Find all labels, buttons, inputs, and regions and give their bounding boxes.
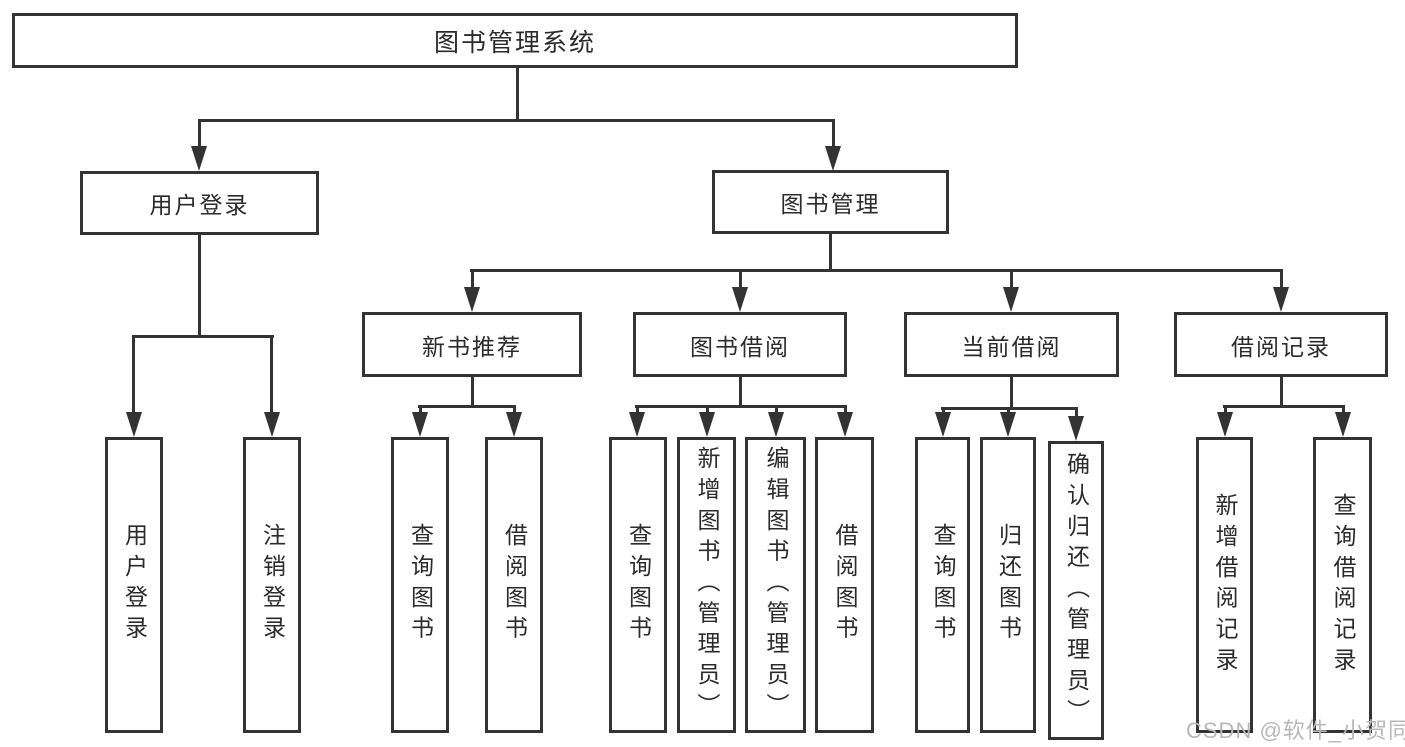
arrowhead-icon	[191, 146, 207, 171]
arrowhead-icon	[837, 412, 853, 437]
leaf-label: 查询图书	[930, 523, 956, 647]
connector-line	[419, 405, 422, 415]
arrowhead-icon	[935, 412, 951, 437]
arrowhead-icon	[464, 287, 480, 312]
leaf-label: 查询图书	[407, 523, 434, 647]
connector-line	[198, 119, 201, 149]
connector-line	[270, 335, 273, 413]
connector-line	[471, 377, 474, 407]
connector-line	[739, 269, 742, 289]
leaf-borrow-books: 借阅图书	[815, 437, 874, 733]
connector-line	[513, 405, 516, 415]
leaf-label: 确认归还（管理员）	[1063, 451, 1090, 730]
node-book-management: 图书管理	[712, 170, 949, 234]
leaf-label: 借阅图书	[501, 523, 528, 647]
connector-line	[1223, 405, 1345, 408]
leaf-add-books-admin: 新增图书（管理员）	[677, 437, 736, 733]
arrowhead-icon	[1000, 412, 1016, 437]
arrowhead-icon	[506, 412, 522, 437]
leaf-add-borrow-record: 新增借阅记录	[1196, 437, 1253, 733]
connector-line	[635, 405, 846, 408]
connector-line	[470, 269, 1283, 272]
connector-line	[942, 407, 945, 415]
leaf-query-books: 查询图书	[391, 437, 449, 733]
node-root-system: 图书管理系统	[12, 13, 1018, 68]
csdn-watermark: CSDN @软件_小贺同学	[1186, 718, 1405, 743]
leaf-label: 借阅图书	[832, 523, 858, 647]
leaf-return-books: 归还图书	[980, 437, 1036, 733]
connector-line	[1280, 377, 1283, 407]
connector-line	[516, 68, 519, 122]
connector-line	[132, 335, 274, 338]
arrowhead-icon	[412, 412, 428, 437]
leaf-confirm-return-admin: 确认归还（管理员）	[1048, 441, 1104, 740]
node-user-login: 用户登录	[80, 171, 319, 235]
arrowhead-icon	[732, 287, 748, 312]
arrowhead-icon	[1217, 412, 1233, 437]
leaf-label: 查询图书	[625, 523, 652, 647]
leaf-label: 用户登录	[121, 523, 148, 647]
leaf-user-login: 用户登录	[105, 437, 163, 733]
connector-line	[1007, 407, 1010, 415]
arrowhead-icon	[1273, 287, 1289, 312]
connector-line	[829, 234, 832, 271]
connector-line	[844, 405, 847, 415]
leaf-edit-books-admin: 编辑图书（管理员）	[745, 437, 806, 733]
leaf-label: 新增图书（管理员）	[694, 446, 720, 724]
leaf-query-books: 查询图书	[915, 437, 970, 733]
connector-line	[1280, 269, 1283, 289]
connector-line	[132, 335, 135, 413]
connector-line	[1342, 405, 1345, 415]
leaf-label: 查询借阅记录	[1330, 492, 1356, 678]
connector-line	[775, 405, 778, 415]
leaf-label: 归还图书	[995, 523, 1022, 647]
leaf-label: 注销登录	[259, 523, 286, 647]
connector-line	[1075, 407, 1078, 419]
connector-line	[198, 235, 201, 337]
leaf-query-books: 查询图书	[609, 437, 667, 733]
connector-line	[832, 119, 835, 149]
leaf-borrow-books: 借阅图书	[485, 437, 543, 733]
connector-line	[636, 405, 639, 415]
arrowhead-icon	[1003, 287, 1019, 312]
connector-line	[471, 269, 474, 289]
connector-line	[706, 405, 709, 415]
node-current-borrow: 当前借阅	[904, 312, 1119, 377]
leaf-query-borrow-record: 查询借阅记录	[1313, 437, 1372, 733]
node-book-borrow: 图书借阅	[633, 312, 847, 377]
arrowhead-icon	[768, 412, 784, 437]
arrowhead-icon	[126, 412, 142, 437]
arrowhead-icon	[699, 412, 715, 437]
connector-line	[198, 119, 835, 122]
leaf-logout: 注销登录	[243, 437, 301, 733]
node-new-book-recommend: 新书推荐	[362, 312, 582, 377]
connector-line	[1010, 377, 1013, 409]
connector-line	[1010, 269, 1013, 289]
connector-line	[418, 405, 516, 408]
node-borrow-records: 借阅记录	[1174, 312, 1388, 377]
arrowhead-icon	[629, 412, 645, 437]
arrowhead-icon	[1335, 412, 1351, 437]
connector-line	[1224, 405, 1227, 415]
leaf-label: 新增借阅记录	[1212, 492, 1238, 678]
arrowhead-icon	[1068, 416, 1084, 441]
leaf-label: 编辑图书（管理员）	[763, 446, 789, 724]
arrowhead-icon	[264, 412, 280, 437]
connector-line	[739, 377, 742, 407]
arrowhead-icon	[825, 146, 841, 171]
